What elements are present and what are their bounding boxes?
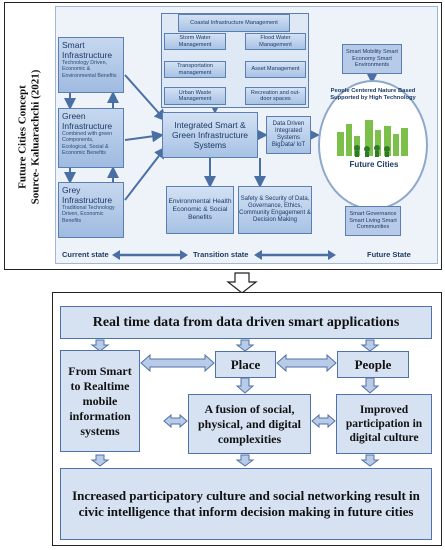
smart-mobility-box: Smart Mobility Smart Economy Smart Envir… [342,44,402,74]
transportation-box: Transportation management [164,61,226,78]
green-city-icon [337,120,408,157]
transition-state-label: Transition state [193,250,249,259]
improved-participation-box: Improved participation in digital cultur… [336,394,432,454]
fusion-box: A fusion of social, physical, and digita… [188,394,311,454]
smart-governance-box: Smart Governance Smart Living Smart Comm… [345,206,401,236]
green-infrastructure-desc: Combined with green Components, Ecologic… [62,131,113,157]
future-cities-label: Future Cities [349,160,399,169]
storm-water-box: Storm Water Management [164,33,226,50]
environmental-health-box: Environmental Health Economic & Social B… [166,186,234,234]
recreation-box: Recreation and out-door spaces [245,87,306,105]
integrated-systems-box: Integrated Smart & Green Infrastructure … [162,112,258,158]
smart-infrastructure-box: Smart Infrastructure Technology Driven, … [58,37,124,93]
increased-participatory-box: Increased participatory culture and soci… [60,468,432,540]
top-arrows [64,36,378,260]
grey-infrastructure-box: Grey Infrastructure Traditional Technolo… [58,182,124,238]
smart-infrastructure-desc: Technology Driven, Economic & Environmen… [62,60,117,79]
place-box: Place [215,351,276,378]
safety-security-box: Safety & Security of Data, Governance, E… [238,186,312,234]
from-smart-box: From Smart to Realtime mobile informatio… [60,350,140,452]
down-arrow-icon [226,272,258,294]
flood-water-box: Flood Water Management [245,33,306,50]
green-infrastructure-title: Green Infrastructure [62,111,113,131]
current-state-label: Current state [62,250,109,259]
people-centered-text: People Centered Nature Based Supported b… [330,88,416,101]
grey-infrastructure-desc: Traditional Technology Driven, Economic … [62,205,115,224]
realtime-data-box: Real time data from data driven smart ap… [60,306,432,339]
bottom-arrows [90,339,380,467]
coastal-box: Coastal Infrastructure Management [178,14,290,32]
grey-infrastructure-title: Grey Infrastructure [62,185,113,205]
data-driven-box: Data Driven Integrated Systems BigData/ … [266,116,311,154]
future-state-label: Future State [367,250,411,259]
green-infrastructure-box: Green Infrastructure Combined with green… [58,108,124,168]
asset-box: Asset Management [245,61,306,78]
urban-waste-box: Urban Waste Management [164,87,226,105]
smart-infrastructure-title: Smart Infrastructure [62,40,113,60]
people-box: People [337,351,409,378]
